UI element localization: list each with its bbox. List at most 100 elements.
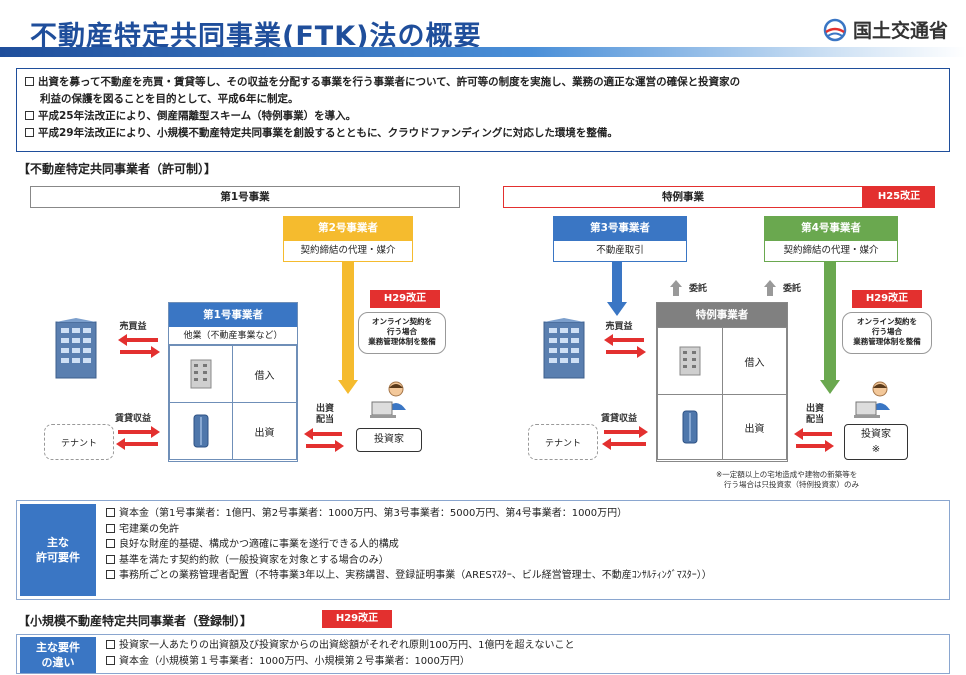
yellow-arrow-shaft bbox=[342, 262, 354, 380]
h29-badge-right: H29改正 bbox=[852, 290, 922, 308]
tower-icon bbox=[193, 414, 209, 448]
checkbox-icon bbox=[106, 570, 115, 579]
arrow-to-property bbox=[118, 334, 158, 346]
ministry-name: 国土交通省 bbox=[852, 20, 948, 42]
role-fourth-business: 第4号事業者 契約締結の代理・媒介 bbox=[764, 216, 898, 262]
investor-mark: ※ bbox=[871, 444, 881, 455]
special-business-box: 特例事業者 借入 出資 bbox=[656, 302, 788, 462]
role-fourth-body: 契約締結の代理・媒介 bbox=[764, 240, 898, 262]
section-small-label: 【小規模不動産特定共同事業者（登録制）】 bbox=[18, 614, 253, 628]
label-rent-income: 賃貸収益 bbox=[114, 414, 151, 424]
cell-borrowing: 借入 bbox=[722, 327, 787, 395]
page-title: 不動産特定共同事業(FTK)法の概要 bbox=[30, 21, 482, 52]
cell-tower bbox=[169, 402, 233, 460]
online-callout-left: オンライン契約を 行う場合 業務管理体制を整備 bbox=[358, 312, 446, 354]
intro-line-1: 出資を募って不動産を売買・賃貸等し、その収益を分配する事業を行う事業者について、… bbox=[25, 74, 941, 91]
tenant-box-right: テナント bbox=[528, 424, 598, 460]
label-sales-profit: 売買益 bbox=[605, 322, 633, 332]
consign-up-arrow-icon bbox=[764, 280, 776, 296]
investor-label: 投資家 bbox=[861, 429, 891, 440]
property-building-icon bbox=[52, 318, 100, 384]
callout-line: 業務管理体制を整備 bbox=[853, 337, 921, 346]
h29-badge-small: H29改正 bbox=[322, 610, 392, 628]
arrow-rent-out bbox=[602, 438, 646, 450]
arrow-rent-in bbox=[604, 426, 648, 438]
arrow-from-property bbox=[120, 346, 160, 358]
arrow-to-property bbox=[604, 334, 644, 346]
req-item: 宅建業の免許 bbox=[106, 522, 712, 538]
checkbox-icon bbox=[106, 640, 115, 649]
req-item: 事務所ごとの業務管理者配置（不特事業3年以上、実務講習、登録証明事業（ARESﾏ… bbox=[106, 568, 712, 584]
section-license-label: 【不動産特定共同事業者（許可制）】 bbox=[18, 162, 217, 176]
role-third-body: 不動産取引 bbox=[553, 240, 687, 262]
checkbox-icon bbox=[25, 128, 34, 137]
callout-line: 業務管理体制を整備 bbox=[368, 337, 436, 346]
role-second-head: 第2号事業者 bbox=[283, 216, 413, 240]
tower-icon bbox=[682, 410, 698, 444]
license-requirements-box bbox=[16, 500, 950, 600]
investor-person-icon bbox=[370, 380, 414, 424]
yellow-arrow-head bbox=[338, 380, 358, 394]
callout-line: オンライン契約を bbox=[372, 317, 432, 326]
label-rent-income: 賃貸収益 bbox=[600, 414, 637, 424]
blue-arrow-shaft bbox=[612, 262, 622, 304]
intro-box: 出資を募って不動産を売買・賃貸等し、その収益を分配する事業を行う事業者について、… bbox=[16, 68, 950, 152]
property-building-icon bbox=[540, 318, 588, 384]
cell-borrowing: 借入 bbox=[232, 345, 297, 403]
arrow-from-property bbox=[606, 346, 646, 358]
small-requirements-list: 投資家一人あたりの出資額及び投資家からの出資総額がそれぞれ原則100万円、1億円… bbox=[106, 638, 574, 669]
checkbox-icon bbox=[25, 111, 34, 120]
cell-tower bbox=[657, 394, 723, 460]
req-item: 資本金（小規模第１号事業者：1000万円、小規模第２号事業者：1000万円） bbox=[106, 654, 574, 670]
label-consign-2: 委託 bbox=[782, 284, 801, 294]
special-business-head: 特例事業者 bbox=[657, 303, 787, 327]
col-special-business: 特例事業 bbox=[503, 186, 863, 208]
label-sales-profit: 売買益 bbox=[119, 322, 147, 332]
dist-line: 出資 bbox=[315, 404, 334, 414]
first-business-box: 第1号事業者 他業（不動産事業など） 借入 出資 bbox=[168, 302, 298, 462]
cell-equity: 出資 bbox=[232, 402, 297, 460]
dist-line: 配当 bbox=[315, 415, 334, 425]
investor-box-left: 投資家 bbox=[356, 428, 422, 452]
mlit-logo-icon bbox=[823, 18, 847, 42]
h29-badge-left: H29改正 bbox=[370, 290, 440, 308]
checkbox-icon bbox=[106, 508, 115, 517]
intro-line-3: 平成29年法改正により、小規模不動産特定共同事業を創設するとともに、クラウドファ… bbox=[25, 125, 941, 142]
arrow-dist-out-right bbox=[796, 440, 834, 452]
req-label-line: 主な要件 bbox=[36, 641, 80, 654]
blue-arrow-head bbox=[607, 302, 627, 316]
arrow-rent-out bbox=[116, 438, 158, 450]
note-line: 行う場合は只投資家（特例投資家）のみ bbox=[724, 480, 859, 489]
license-requirements-label: 主な許可要件 bbox=[20, 504, 96, 596]
tenant-box-left: テナント bbox=[44, 424, 114, 460]
cell-building bbox=[169, 345, 233, 403]
checkbox-icon bbox=[106, 539, 115, 548]
checkbox-icon bbox=[106, 523, 115, 533]
callout-line: オンライン契約を bbox=[857, 317, 917, 326]
license-requirements-list: 資本金（第1号事業者：1億円、第2号事業者：1000万円、第3号事業者：5000… bbox=[106, 506, 712, 584]
investor-box-right: 投資家 ※ bbox=[844, 424, 908, 460]
req-item: 良好な財産的基礎、構成かつ適確に事業を遂行できる人的構成 bbox=[106, 537, 712, 553]
arrow-dist-in-right bbox=[794, 428, 832, 440]
small-requirements-box bbox=[16, 634, 950, 674]
first-business-head: 第1号事業者 bbox=[169, 303, 297, 327]
col-first-business: 第1号事業 bbox=[30, 186, 460, 208]
arrow-dist-out-left bbox=[306, 440, 344, 452]
first-business-sub: 他業（不動産事業など） bbox=[169, 327, 297, 345]
online-callout-right: オンライン契約を 行う場合 業務管理体制を整備 bbox=[842, 312, 932, 354]
intro-line-2: 平成25年法改正により、倒産隔離型スキーム（特例事業）を導入。 bbox=[25, 108, 941, 125]
role-second-body: 契約締結の代理・媒介 bbox=[283, 240, 413, 262]
req-item: 資本金（第1号事業者：1億円、第2号事業者：1000万円、第3号事業者：5000… bbox=[106, 506, 712, 522]
investor-person-icon bbox=[854, 380, 898, 424]
role-second-business: 第2号事業者 契約締結の代理・媒介 bbox=[283, 216, 413, 262]
dist-line: 配当 bbox=[805, 415, 824, 425]
cell-equity: 出資 bbox=[722, 394, 787, 460]
callout-line: 行う場合 bbox=[387, 327, 417, 336]
small-requirements-label: 主な要件の違い bbox=[20, 637, 96, 673]
consign-up-arrow-icon bbox=[670, 280, 682, 296]
office-building-icon bbox=[190, 359, 212, 389]
ministry-logo: 国土交通省 bbox=[823, 16, 948, 43]
h25-badge: H25改正 bbox=[863, 186, 935, 208]
req-label-line: 許可要件 bbox=[36, 551, 80, 564]
req-item: 基準を満たす契約約款（一般投資家を対象とする場合のみ） bbox=[106, 553, 712, 569]
